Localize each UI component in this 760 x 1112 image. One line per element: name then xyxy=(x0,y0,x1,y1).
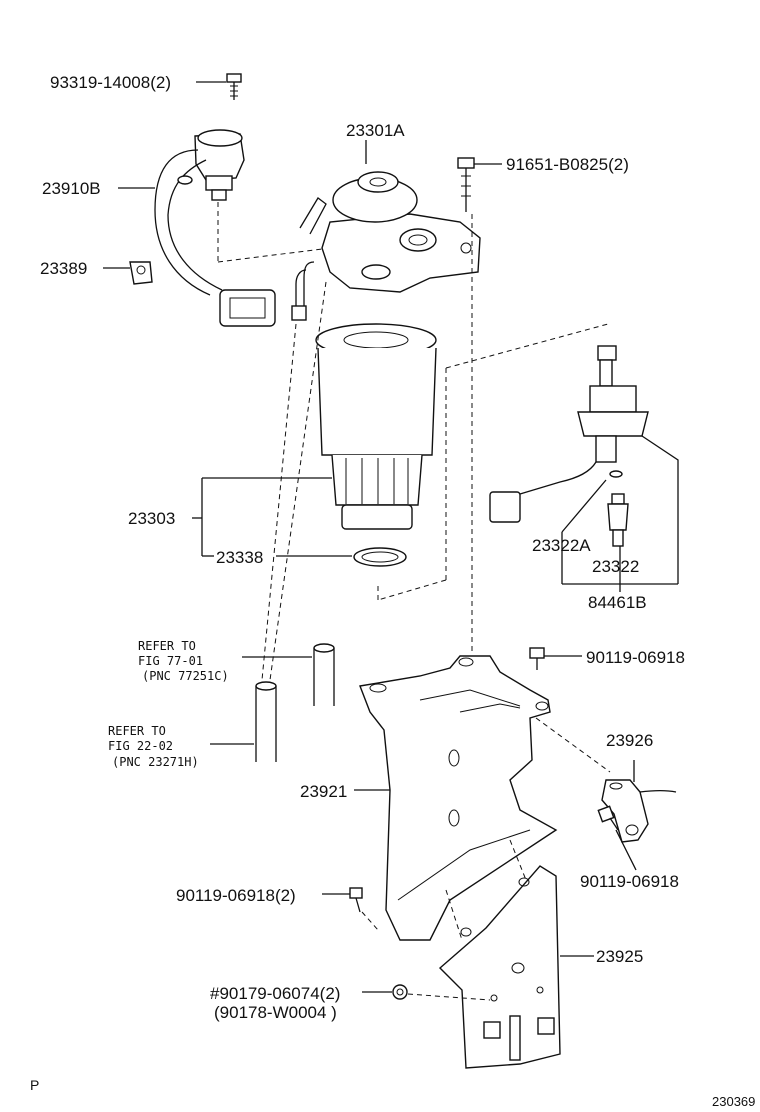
diagram-number: 230369 xyxy=(712,1094,755,1109)
bolt-small xyxy=(597,805,619,831)
refer2-line2: FIG 22-02 xyxy=(108,739,173,753)
label-switch-assy: 84461B xyxy=(588,593,647,612)
label-plate: 23925 xyxy=(596,947,643,966)
label-head: 23301A xyxy=(346,121,405,140)
label-bracket: 23921 xyxy=(300,782,347,801)
water-switch xyxy=(489,345,679,584)
refer1-line1: REFER TO xyxy=(138,639,196,653)
bolt-top xyxy=(226,73,242,100)
filter-head xyxy=(291,171,481,321)
filter-element xyxy=(315,323,437,530)
bracket-main xyxy=(359,655,558,941)
label-nut-line1: #90179-06074(2) xyxy=(210,984,340,1003)
label-bolt-top: 93319-14008(2) xyxy=(50,73,171,92)
gasket xyxy=(353,547,407,567)
label-switch-a: 23322A xyxy=(532,536,591,555)
label-element: 23303 xyxy=(128,509,175,528)
refer1-line3: (PNC 77251C) xyxy=(142,669,229,683)
label-bolt-left: 90119-06918(2) xyxy=(176,886,296,905)
label-sensor: 23910B xyxy=(42,179,101,198)
label-switch: 23322 xyxy=(592,557,639,576)
bolt-right xyxy=(457,157,475,212)
sensor xyxy=(154,129,276,327)
plate xyxy=(438,865,561,1069)
refer2-line3: (PNC 23271H) xyxy=(112,755,199,769)
bolt-bracket xyxy=(529,647,545,670)
bracket-small xyxy=(601,779,677,843)
label-nut-line2: (90178-W0004 ) xyxy=(214,1003,337,1022)
corner-mark: P xyxy=(30,1077,39,1093)
label-bolt-right: 91651-B0825(2) xyxy=(506,155,629,174)
label-gasket: 23338 xyxy=(216,548,263,567)
bolt-left xyxy=(349,887,363,913)
refer1-line2: FIG 77-01 xyxy=(138,654,203,668)
clamp xyxy=(129,261,153,285)
nut xyxy=(392,984,408,1000)
hose-upper xyxy=(313,643,335,706)
hose-lower xyxy=(255,681,277,762)
label-clamp: 23389 xyxy=(40,259,87,278)
label-bolt-small: 90119-06918 xyxy=(580,872,679,891)
label-bracket-small: 23926 xyxy=(606,731,653,750)
label-bolt-bracket: 90119-06918 xyxy=(586,648,685,667)
refer2-line1: REFER TO xyxy=(108,724,166,738)
